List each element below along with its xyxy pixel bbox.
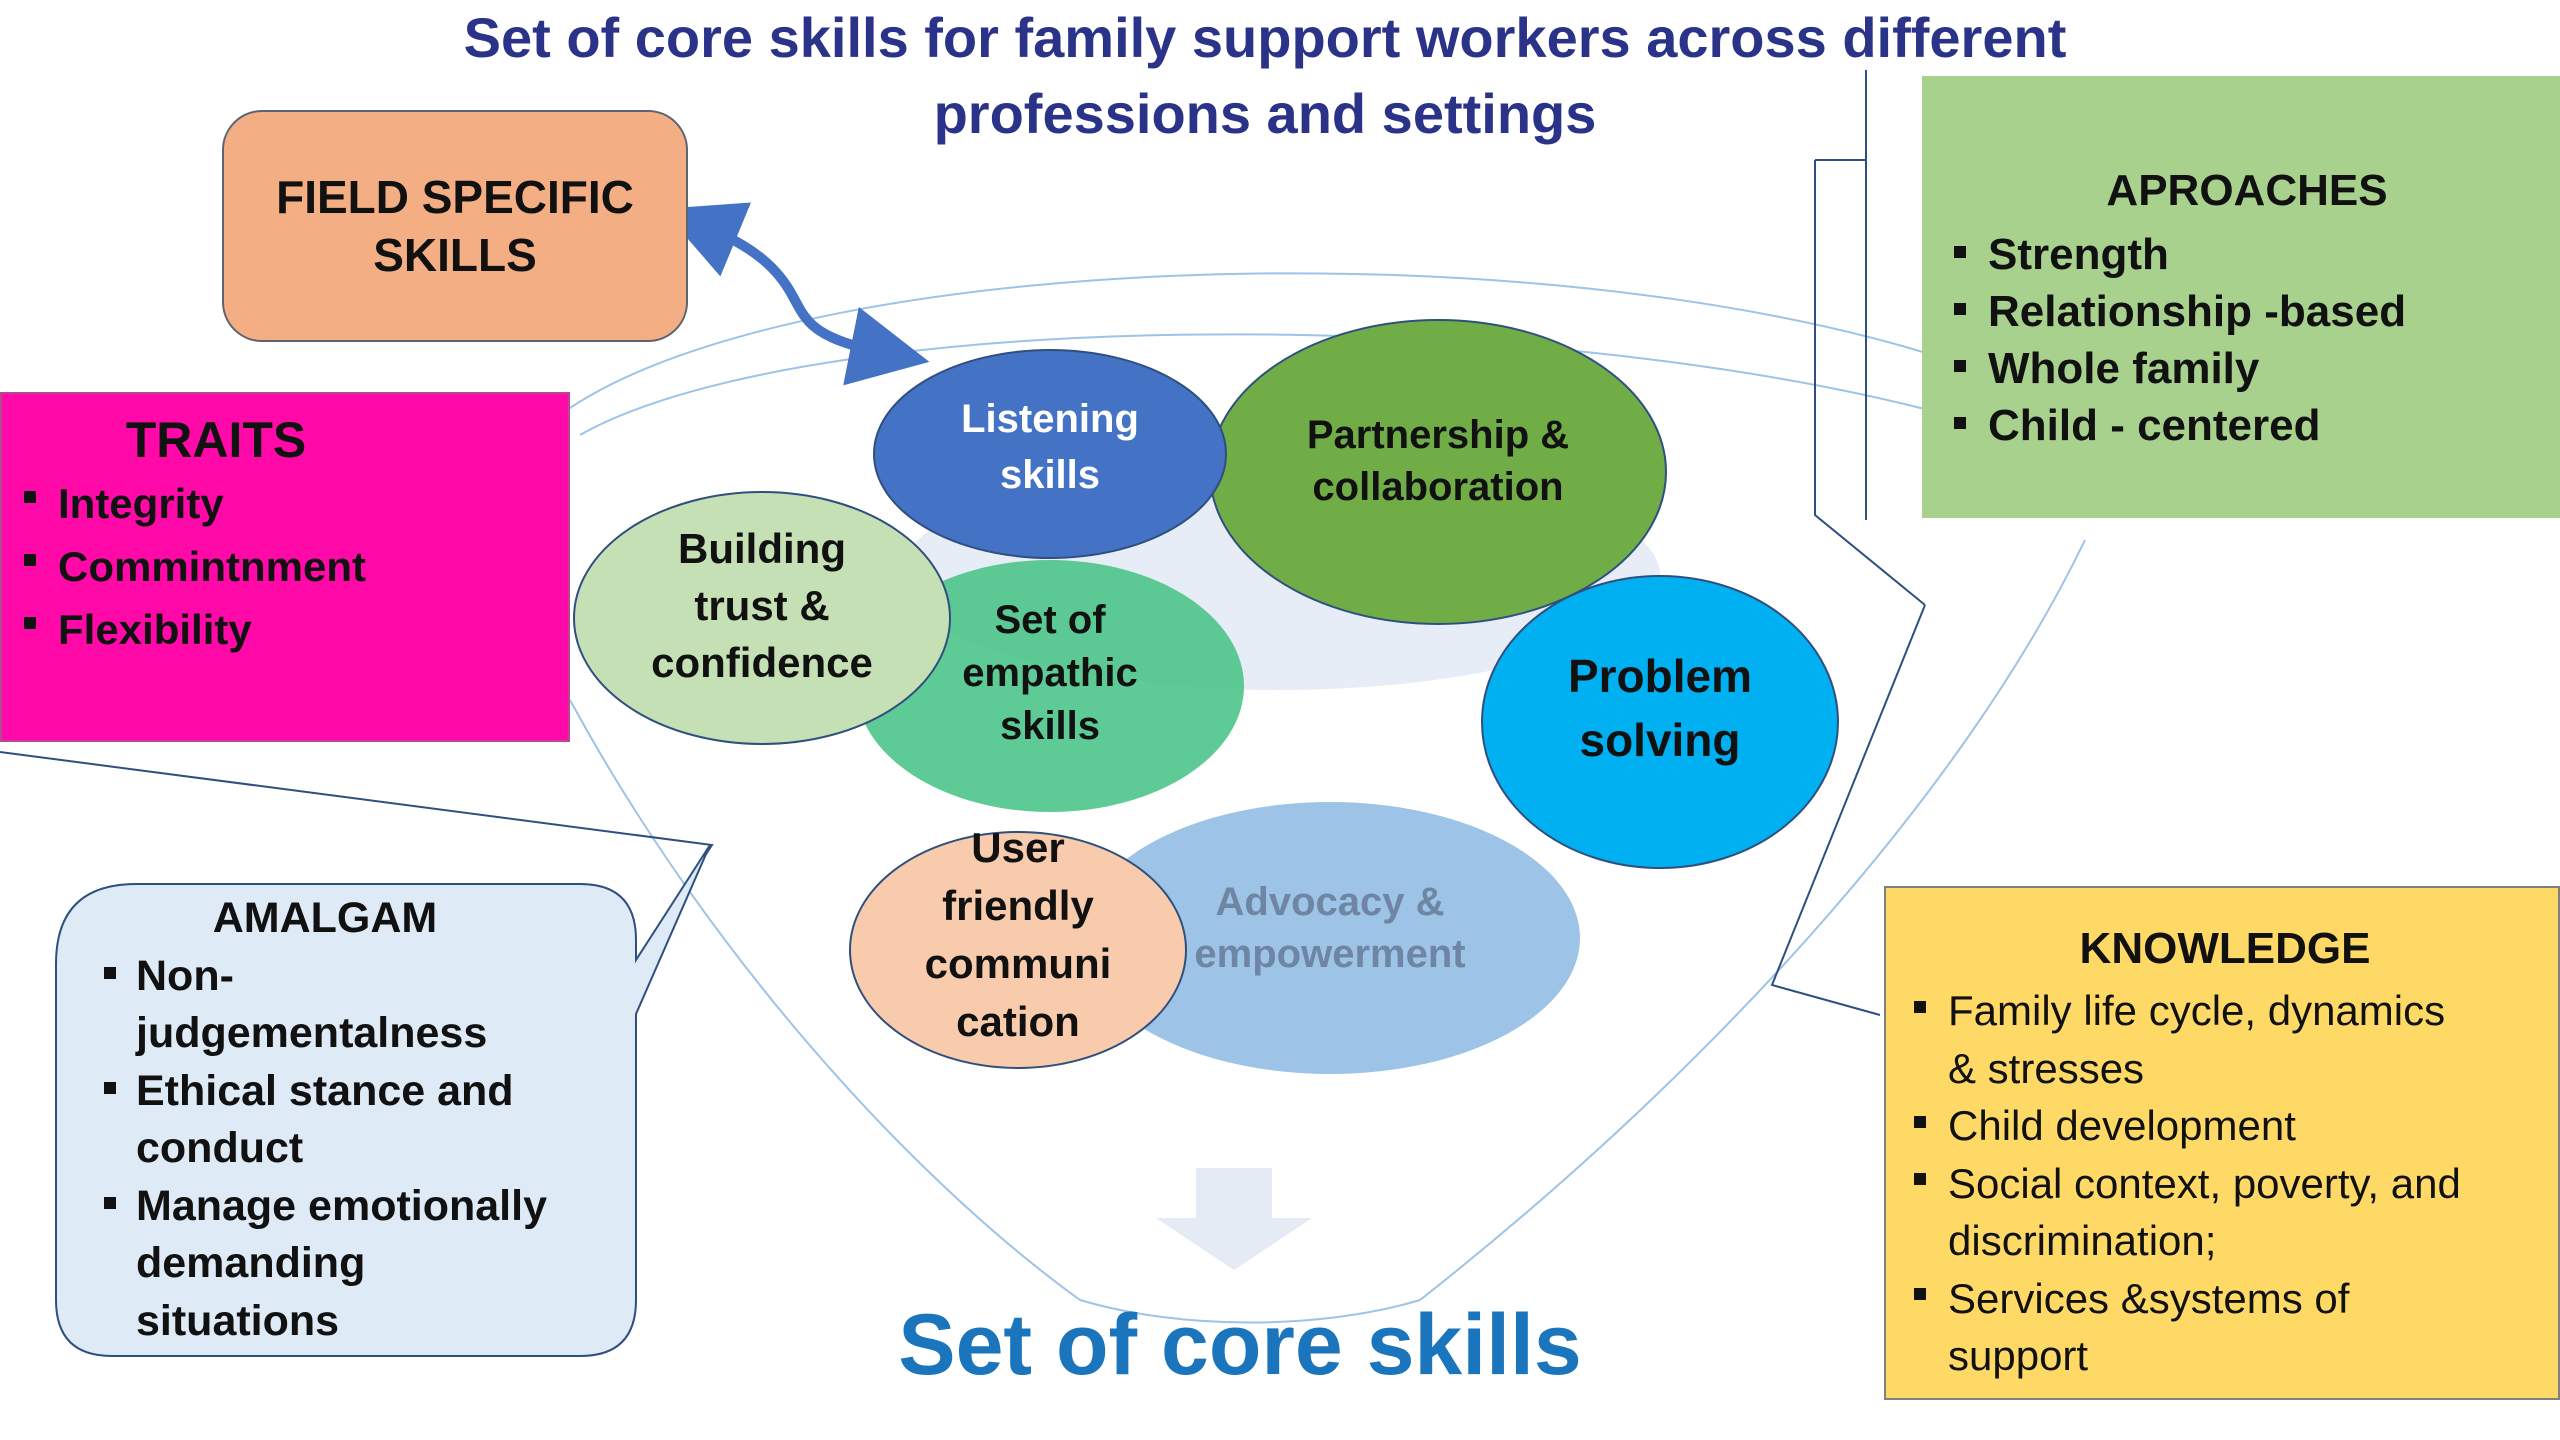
knowledge-item-line: Services &systems of (1948, 1274, 2350, 1322)
field-specific-line-1: FIELD SPECIFIC (276, 171, 634, 223)
advocacy-ellipse (1080, 802, 1580, 1074)
field-specific-line-2: SKILLS (373, 229, 537, 281)
knowledge-item-line: Family life cycle, dynamics (1948, 987, 2446, 1034)
bubble-label-line: communi (925, 940, 1112, 987)
amalgam-item: Manage emotionally demanding situations (90, 1178, 630, 1351)
partnership-bubble: Partnership & collaboration (1209, 319, 1667, 625)
advocacy-bubble: Advocacy & empowerment (1080, 802, 1580, 1074)
bubble-label-line: Listening (961, 397, 1139, 441)
traits-box: TRAITS Integrity Commintnment Flexibilit… (0, 392, 570, 742)
amalgam-list: Non- judgementalness Ethical stance and … (90, 948, 630, 1351)
building-trust-ellipse (573, 491, 951, 745)
bubble-label-line: Building (678, 525, 846, 572)
approaches-item: Relationship -based (1944, 283, 2550, 340)
traits-list: Integrity Commintnment Flexibility (14, 472, 558, 661)
diagram-title: Set of core skills for family support wo… (300, 0, 2230, 152)
title-line-1: Set of core skills for family support wo… (463, 6, 2067, 69)
advocacy-label: Advocacy & empowerment (1194, 880, 1465, 976)
listening-ellipse (873, 349, 1227, 559)
amalgam-item-line: situations (136, 1296, 340, 1345)
user-friendly-label: User friendly communi cation (925, 824, 1112, 1045)
traits-heading: TRAITS (125, 412, 307, 468)
bubble-label-line: solving (1579, 714, 1740, 766)
problem-solving-bubble: Problem solving (1481, 575, 1839, 869)
approaches-bracket-line (1814, 70, 1926, 606)
bubble-label-line: empowerment (1194, 932, 1465, 976)
problem-solving-ellipse (1481, 575, 1839, 869)
partnership-label: Partnership & collaboration (1307, 413, 1569, 509)
traits-item: Flexibility (14, 598, 558, 661)
empathic-ellipse (856, 560, 1244, 812)
traits-item: Commintnment (14, 535, 558, 598)
building-trust-bubble: Building trust & confidence (573, 491, 951, 745)
empathic-label: Set of empathic skills (962, 598, 1138, 748)
knowledge-list: Family life cycle, dynamics & stresses C… (1904, 982, 2546, 1385)
approaches-box: APROACHES Strength Relationship -based W… (1922, 76, 2560, 518)
bubble-label-line: skills (1000, 453, 1100, 497)
bubble-label-line: confidence (651, 639, 873, 686)
empathic-bubble (856, 560, 1244, 812)
listening-label: Listening skills (961, 397, 1139, 497)
field-specific-connector-arrow (661, 202, 930, 386)
approaches-heading: APROACHES (2106, 166, 2388, 215)
title-line-2: professions and settings (933, 82, 1597, 145)
bubble-label-line: empathic (962, 651, 1138, 695)
knowledge-item: Family life cycle, dynamics & stresses (1904, 982, 2546, 1097)
bubble-label-line: trust & (694, 582, 829, 629)
knowledge-bracket-line (1770, 604, 1926, 1016)
funnel-bottom (1079, 1299, 1421, 1324)
callout-lines (0, 70, 1926, 1016)
user-friendly-ellipse (849, 831, 1187, 1069)
knowledge-heading: KNOWLEDGE (2079, 924, 2371, 973)
bubble-label-line: skills (1000, 704, 1100, 748)
knowledge-item-line: discrimination; (1948, 1217, 2217, 1264)
bubble-label-line: Problem (1568, 650, 1752, 702)
listening-bubble: Listening skills (873, 349, 1227, 559)
bubble-label-line: cation (956, 998, 1080, 1045)
bubble-label-line: collaboration (1312, 465, 1563, 509)
knowledge-item-line: Social context, poverty, and (1948, 1159, 2461, 1207)
amalgam-item-line: demanding (136, 1239, 366, 1287)
amalgam-item-line: conduct (136, 1124, 304, 1172)
skill-bubbles: Advocacy & empowerment User friendly commun… (573, 319, 1839, 1074)
amalgam-heading: AMALGAM (212, 894, 438, 942)
bubble-label-line: User (971, 824, 1064, 871)
knowledge-item-line: & stresses (1948, 1044, 2145, 1092)
user-friendly-bubble: User friendly communi cation (849, 824, 1187, 1069)
problem-solving-label: Problem solving (1568, 650, 1752, 766)
footer-title: Set of core skills (898, 1297, 1582, 1393)
knowledge-item: Child development (1904, 1097, 2546, 1155)
amalgam-box: AMALGAM Non- judgementalness Ethical sta… (90, 890, 630, 1350)
knowledge-item-line: support (1948, 1332, 2089, 1379)
knowledge-item: Social context, poverty, and discriminat… (1904, 1155, 2546, 1270)
amalgam-item-line: judgementalness (136, 1009, 488, 1057)
approaches-item: Child - centered (1944, 397, 2550, 454)
approaches-item: Strength (1944, 226, 2550, 283)
amalgam-item-line: Non- (136, 951, 234, 1000)
down-arrow-icon (1156, 1168, 1312, 1270)
bubble-label-line: friendly (942, 882, 1094, 929)
approaches-list: Strength Relationship -based Whole famil… (1944, 226, 2550, 454)
field-specific-skills-box: FIELD SPECIFIC SKILLS (222, 110, 688, 342)
bubble-label-line: Partnership & (1307, 413, 1569, 457)
knowledge-item-line: Child development (1948, 1102, 2296, 1149)
knowledge-box: KNOWLEDGE Family life cycle, dynamics & … (1884, 886, 2560, 1400)
amalgam-item: Non- judgementalness (90, 948, 630, 1063)
amalgam-item-line: Manage emotionally (136, 1181, 547, 1230)
amalgam-bubble (55, 844, 711, 1357)
building-trust-label: Building trust & confidence (651, 525, 873, 686)
amalgam-item: Ethical stance and conduct (90, 1063, 630, 1178)
knowledge-item: Services &systems of support (1904, 1270, 2546, 1385)
bubble-label-line: Advocacy & (1216, 880, 1445, 924)
funnel-right-side (1419, 539, 2086, 1301)
bubble-label-line: Set of (994, 598, 1106, 642)
funnel-left-side (569, 699, 1081, 1301)
approaches-item: Whole family (1944, 340, 2550, 397)
traits-item: Integrity (14, 472, 558, 535)
amalgam-item-line: Ethical stance and (136, 1066, 514, 1115)
